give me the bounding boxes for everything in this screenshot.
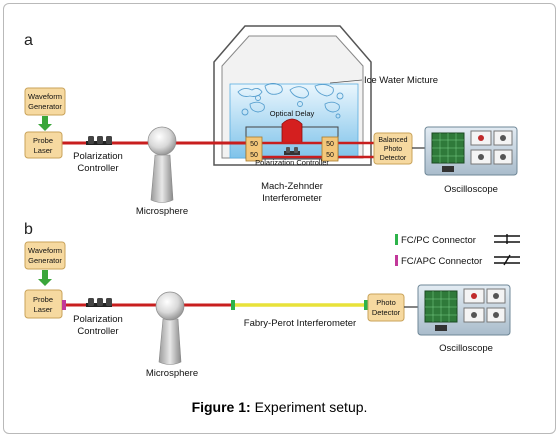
waveform-generator-label: Generator bbox=[28, 256, 62, 265]
oscilloscope-icon bbox=[424, 126, 518, 176]
probe-laser-label: Probe bbox=[33, 136, 53, 145]
optical-delay-coil bbox=[281, 118, 303, 144]
input-coupler bbox=[245, 136, 263, 162]
microsphere-label: Microsphere bbox=[136, 206, 188, 217]
fcpc-legend-swatch bbox=[395, 234, 398, 245]
oscilloscope-icon bbox=[417, 284, 511, 336]
mzi-label: Interferometer bbox=[262, 193, 322, 204]
coupler-value: 50 bbox=[250, 141, 258, 148]
fcpc-connector-icon bbox=[231, 300, 235, 310]
polarization-controller-icon bbox=[86, 136, 112, 145]
fcpc-legend-label: FC/PC Connector bbox=[401, 235, 476, 246]
fabry-perot-label: Fabry-Perot Interferometer bbox=[244, 318, 356, 329]
mzi-label: Mach-Zehnder bbox=[261, 181, 323, 192]
microsphere-label: Microsphere bbox=[146, 368, 198, 379]
inner-polarization-controller-label: Polarization Controller bbox=[255, 158, 329, 167]
coupler-value: 50 bbox=[326, 141, 334, 148]
down-arrow-icon bbox=[38, 116, 52, 131]
figure-caption-number: Figure 1: bbox=[191, 399, 251, 415]
fcapc-connector-symbol-icon bbox=[494, 254, 520, 266]
waveform-generator-label: Generator bbox=[28, 102, 62, 111]
figure-caption-text: Experiment setup. bbox=[250, 399, 368, 415]
coupler-value: 50 bbox=[250, 152, 258, 159]
output-coupler bbox=[321, 136, 339, 162]
optical-delay-label: Optical Delay bbox=[270, 109, 315, 118]
balanced-detector-label: Balanced bbox=[378, 137, 407, 144]
waveform-generator-label: Waveform bbox=[28, 246, 62, 255]
probe-laser-box bbox=[24, 131, 63, 159]
waveform-generator-label: Waveform bbox=[28, 92, 62, 101]
microsphere-icon bbox=[147, 126, 177, 203]
fcpc-connector-symbol-icon bbox=[494, 234, 520, 244]
legend: FC/PC Connector FC/APC Connector bbox=[395, 234, 520, 267]
oscilloscope-label: Oscilloscope bbox=[444, 184, 498, 195]
fcapc-legend-label: FC/APC Connector bbox=[401, 256, 482, 267]
photo-detector-label: Detector bbox=[372, 308, 401, 317]
fcapc-legend-swatch bbox=[395, 255, 398, 266]
probe-laser-label: Laser bbox=[34, 305, 53, 314]
panel-a-label: a bbox=[24, 32, 33, 49]
balanced-detector-label: Photo bbox=[384, 146, 402, 153]
polarization-controller-label: Controller bbox=[77, 163, 118, 174]
panel-b-label: b bbox=[24, 221, 33, 238]
balanced-detector-label: Detector bbox=[380, 155, 407, 162]
polarization-controller-label: Polarization bbox=[73, 314, 123, 325]
polarization-controller-label: Polarization bbox=[73, 151, 123, 162]
microsphere-icon bbox=[155, 291, 185, 365]
probe-laser-label: Probe bbox=[33, 295, 53, 304]
fcpc-connector-icon bbox=[364, 300, 368, 310]
down-arrow-icon bbox=[38, 270, 52, 286]
fcapc-connector-icon bbox=[62, 300, 66, 310]
waveform-generator-box bbox=[24, 241, 66, 270]
waveform-generator-box bbox=[24, 87, 66, 116]
inner-polarization-controller-icon bbox=[284, 147, 300, 155]
figure-caption: Figure 1: Experiment setup. bbox=[0, 399, 559, 415]
oscilloscope-label: Oscilloscope bbox=[439, 343, 493, 354]
ice-water-leader bbox=[329, 79, 363, 84]
ice-water-label: Ice Water Micture bbox=[364, 75, 438, 86]
polarization-controller-icon bbox=[86, 298, 112, 307]
photo-detector-label: Photo bbox=[376, 298, 396, 307]
probe-laser-label: Laser bbox=[34, 146, 53, 155]
coupler-value: 50 bbox=[326, 152, 334, 159]
polarization-controller-label: Controller bbox=[77, 326, 118, 337]
